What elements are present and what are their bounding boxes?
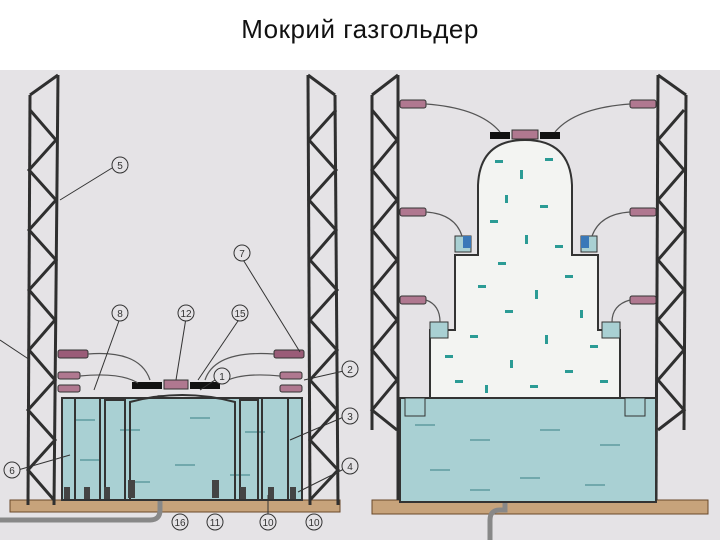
- callout-1: 1: [213, 367, 231, 385]
- svg-text:8: 8: [117, 309, 123, 320]
- cables: [79, 352, 281, 384]
- cap-center-right: [511, 129, 539, 140]
- svg-text:7: 7: [239, 249, 245, 260]
- callout-2: 2: [341, 360, 359, 378]
- callout-7: 7: [233, 244, 251, 262]
- callout-3: 3: [341, 407, 359, 425]
- right-gasholder: [369, 73, 709, 540]
- callout-4: 4: [341, 457, 359, 475]
- guide-mast-left: [25, 73, 60, 506]
- guide-mast-right: [306, 73, 341, 506]
- valve-left: [132, 382, 162, 389]
- svg-text:5: 5: [117, 161, 123, 172]
- svg-text:10: 10: [262, 518, 274, 529]
- water-tank: [61, 397, 303, 501]
- gas-pipe: [0, 395, 163, 523]
- callout-15: 15: [231, 304, 249, 322]
- bottom-rollers: [64, 480, 296, 499]
- svg-text:6: 6: [9, 466, 15, 477]
- cap-center: [163, 379, 189, 390]
- svg-text:2: 2: [347, 365, 353, 376]
- callout-14: 12: [177, 304, 195, 322]
- svg-text:10: 10: [308, 518, 320, 529]
- svg-text:15: 15: [234, 309, 246, 320]
- guide-mast-right-left: [369, 73, 400, 500]
- callout-11: 10: [259, 513, 277, 531]
- svg-text:4: 4: [347, 462, 353, 473]
- left-gasholder: 5 7 8 12 15 1 2 3 4 6 16 11 10 10: [0, 73, 359, 531]
- svg-text:3: 3: [347, 412, 353, 423]
- guide-rollers-right: [273, 349, 305, 393]
- valve-right: [190, 382, 220, 389]
- gas-particles: [445, 158, 608, 393]
- callout-5: 5: [111, 156, 129, 174]
- raised-bell: [429, 138, 621, 399]
- callout-12: 11: [206, 513, 224, 531]
- seal-blocks: [463, 236, 589, 248]
- callout-10: 10: [305, 513, 323, 531]
- water-tank-right: [399, 397, 657, 503]
- svg-text:11: 11: [210, 518, 221, 529]
- guide-rollers-left: [57, 349, 89, 393]
- gas-pipe-right: [487, 400, 508, 540]
- callout-6: 6: [3, 461, 21, 479]
- guide-rollers-right-bell: [399, 99, 657, 305]
- callout-16: 16: [171, 513, 189, 531]
- svg-text:12: 12: [180, 309, 192, 320]
- cables-right: [425, 103, 631, 323]
- valve-top-left: [490, 132, 510, 139]
- page-title: Мокрий газгольдер: [241, 14, 479, 44]
- callout-8: 8: [111, 304, 129, 322]
- telescope-sections: [74, 394, 289, 500]
- svg-text:1: 1: [219, 372, 225, 383]
- water-ripples-right: [415, 424, 620, 491]
- valve-top-right: [540, 132, 560, 139]
- svg-text:16: 16: [174, 518, 186, 529]
- hydraulic-seals: [404, 235, 646, 417]
- ground-strip: [9, 499, 341, 513]
